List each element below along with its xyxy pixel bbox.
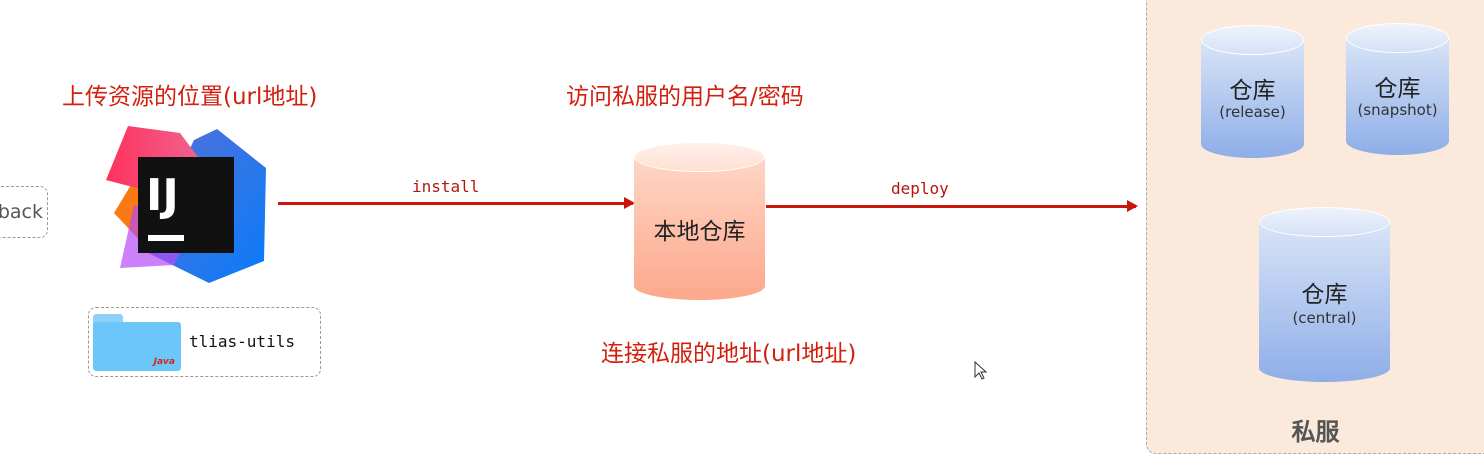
intellij-logo: IJ [104, 125, 269, 287]
private-server-title: 私服 [1291, 418, 1340, 446]
repo-release-name: 仓库 [1229, 78, 1276, 104]
local-repository-label: 本地仓库 [653, 219, 746, 245]
project-name: tlias-utils [189, 332, 295, 351]
repo-central-name: 仓库 [1301, 282, 1348, 308]
credentials-label: 访问私服的用户名/密码 [566, 84, 804, 110]
back-button-label: back [0, 201, 43, 223]
repo-snapshot-type: (snapshot) [1357, 101, 1438, 119]
java-folder-icon: Java [93, 314, 181, 371]
repo-central: 仓库 (central) [1259, 207, 1390, 382]
mouse-cursor-icon [974, 360, 988, 385]
connect-address-label: 连接私服的地址(url地址) [601, 341, 857, 367]
install-label: install [412, 177, 480, 196]
local-repository: 本地仓库 [634, 142, 765, 300]
logo-text: IJ [146, 170, 179, 221]
back-button[interactable]: back [0, 186, 48, 238]
java-badge: Java [153, 357, 175, 367]
upload-location-label: 上传资源的位置(url地址) [62, 84, 318, 110]
repo-release: 仓库 (release) [1201, 25, 1304, 158]
deploy-arrow [766, 200, 1138, 212]
repo-snapshot-name: 仓库 [1374, 76, 1421, 102]
install-arrow [278, 197, 635, 209]
repo-release-type: (release) [1219, 103, 1286, 121]
repo-snapshot: 仓库 (snapshot) [1346, 23, 1449, 155]
deploy-label: deploy [891, 179, 949, 198]
repo-central-type: (central) [1292, 309, 1357, 327]
project-folder[interactable]: Java tlias-utils [88, 307, 321, 377]
